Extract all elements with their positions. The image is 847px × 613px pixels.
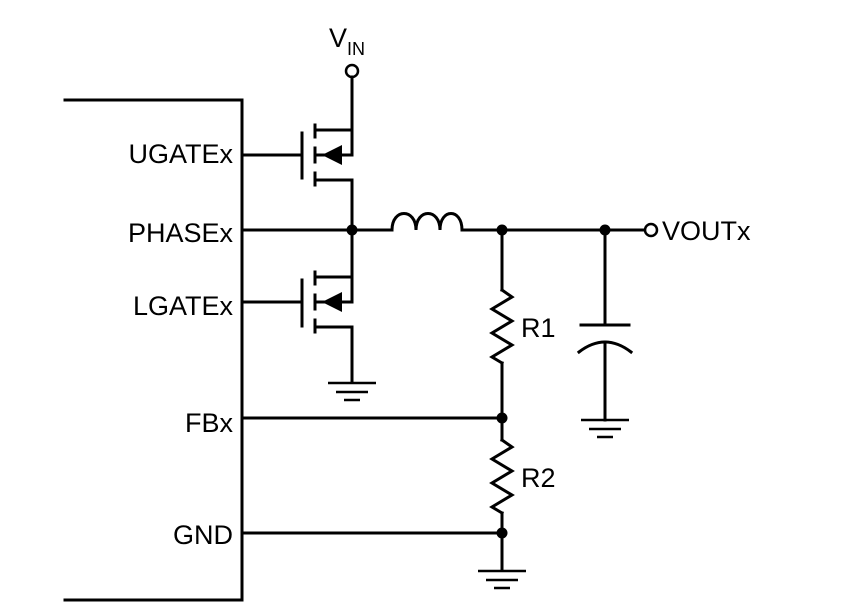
upper-mosfet <box>240 75 354 232</box>
ic-body <box>63 98 244 602</box>
pin-phase-label: PHASEx <box>128 218 234 248</box>
vout-terminal <box>643 222 659 238</box>
vout-label: VOUTx <box>662 216 751 246</box>
r1-label: R1 <box>521 313 556 343</box>
pin-gnd-label: GND <box>173 520 233 550</box>
ground-symbol-divider <box>478 569 526 590</box>
inductor <box>390 212 464 232</box>
resistor-r1 <box>489 287 515 366</box>
ground-symbol-mosfet <box>328 381 376 402</box>
vin-label: VIN <box>329 23 365 59</box>
pin-lgate-label: LGATEx <box>133 291 234 321</box>
gnd-node <box>496 527 508 539</box>
resistor-r2 <box>489 437 515 516</box>
pin-fb-label: FBx <box>185 408 234 438</box>
pin-ugate-label: UGATEx <box>128 139 233 169</box>
r2-label: R2 <box>521 463 556 493</box>
ground-symbol-capacitor <box>581 418 629 439</box>
vin-label-main: V <box>329 23 347 53</box>
fb-node <box>496 412 508 424</box>
vin-terminal <box>344 63 360 79</box>
lower-mosfet <box>240 228 354 384</box>
vin-label-sub: IN <box>347 39 365 59</box>
